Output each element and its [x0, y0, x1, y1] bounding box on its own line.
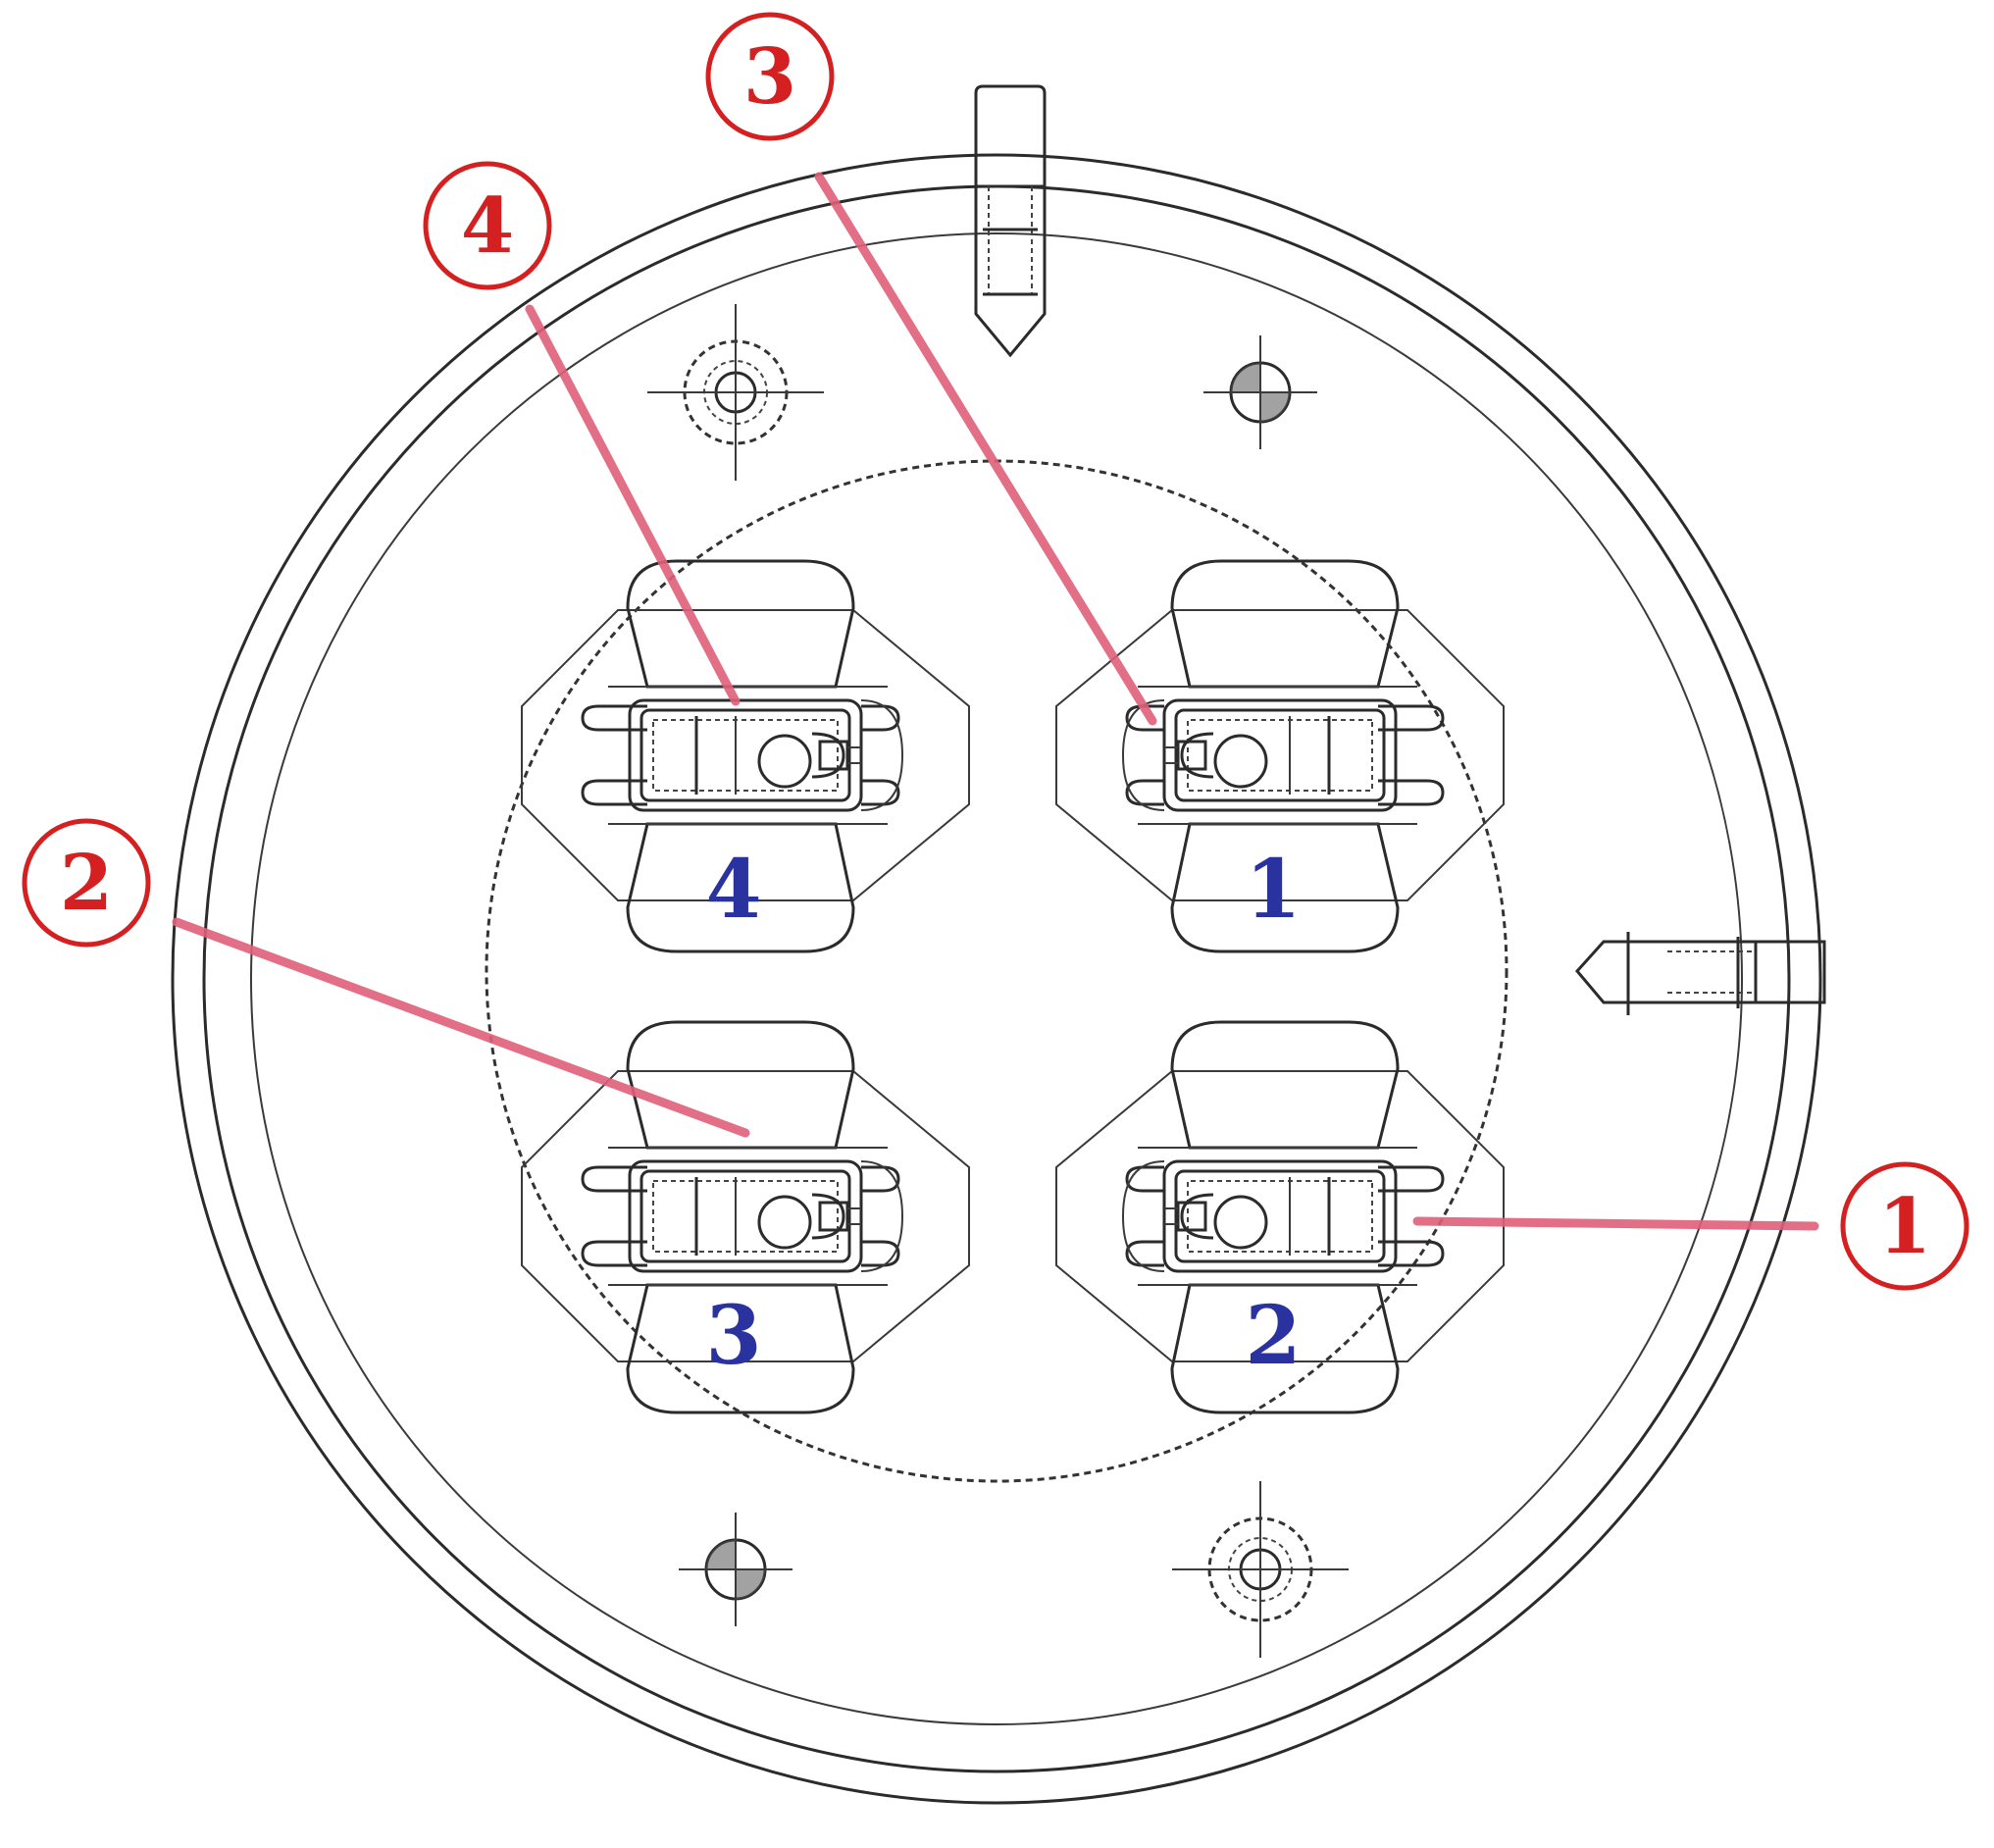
callout-label-2: 2	[60, 839, 113, 928]
callout-label-4: 4	[461, 181, 514, 271]
position-label-2: 2	[1245, 1289, 1301, 1383]
leader-line-3	[814, 172, 1157, 726]
callout-3: 3	[705, 12, 835, 141]
callout-4: 4	[423, 161, 552, 290]
top-locating-pin	[974, 84, 1047, 358]
callout-1: 1	[1840, 1161, 1969, 1291]
mounting-hole-top-left	[645, 302, 826, 483]
right-locating-pin	[1575, 932, 1826, 1015]
position-label-4: 4	[705, 843, 761, 937]
leader-line-4	[525, 304, 741, 706]
mounting-hole-bottom-right	[1170, 1479, 1351, 1660]
mounting-hole-bottom-left	[677, 1511, 794, 1628]
callout-label-3: 3	[743, 32, 796, 122]
mounting-hole-top-right	[1202, 334, 1319, 451]
leader-line-1	[1412, 1216, 1819, 1231]
plate-outline	[171, 153, 1822, 1805]
position-label-3: 3	[705, 1289, 761, 1383]
position-label-1: 1	[1245, 843, 1301, 937]
callout-label-1: 1	[1878, 1182, 1931, 1271]
leader-line-2	[172, 917, 750, 1138]
callout-2: 2	[22, 818, 151, 948]
